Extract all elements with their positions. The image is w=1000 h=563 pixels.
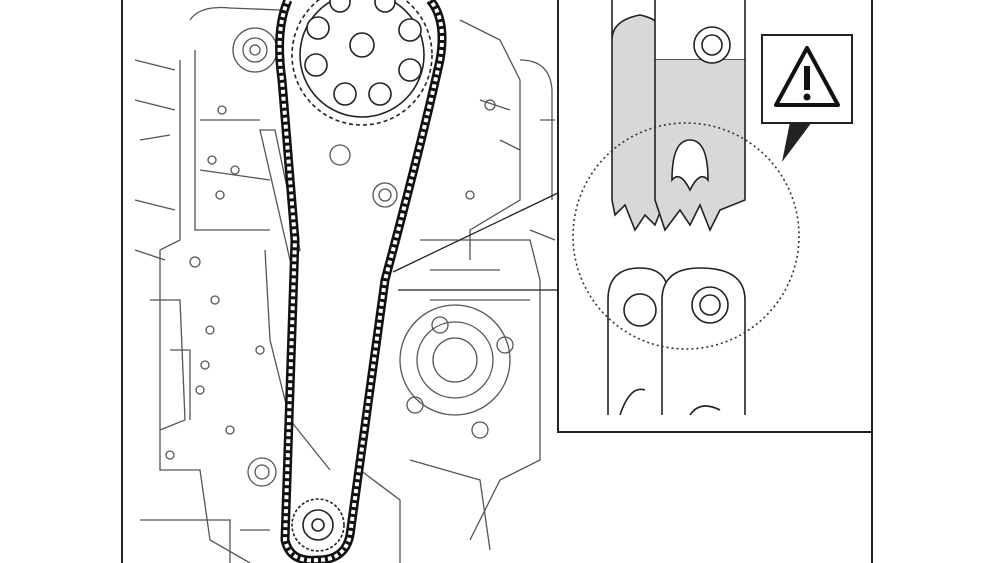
warning-callout xyxy=(761,34,853,162)
broken-chain-link xyxy=(611,0,746,232)
crank-sprocket xyxy=(291,498,345,552)
cam-sprocket xyxy=(291,0,433,126)
intact-chain-link xyxy=(607,267,746,416)
timing-chain xyxy=(275,0,447,563)
warning-triangle-icon xyxy=(774,46,840,107)
engine-block xyxy=(134,6,556,563)
magnifier-circle xyxy=(572,122,800,350)
detail-inset xyxy=(557,0,873,433)
